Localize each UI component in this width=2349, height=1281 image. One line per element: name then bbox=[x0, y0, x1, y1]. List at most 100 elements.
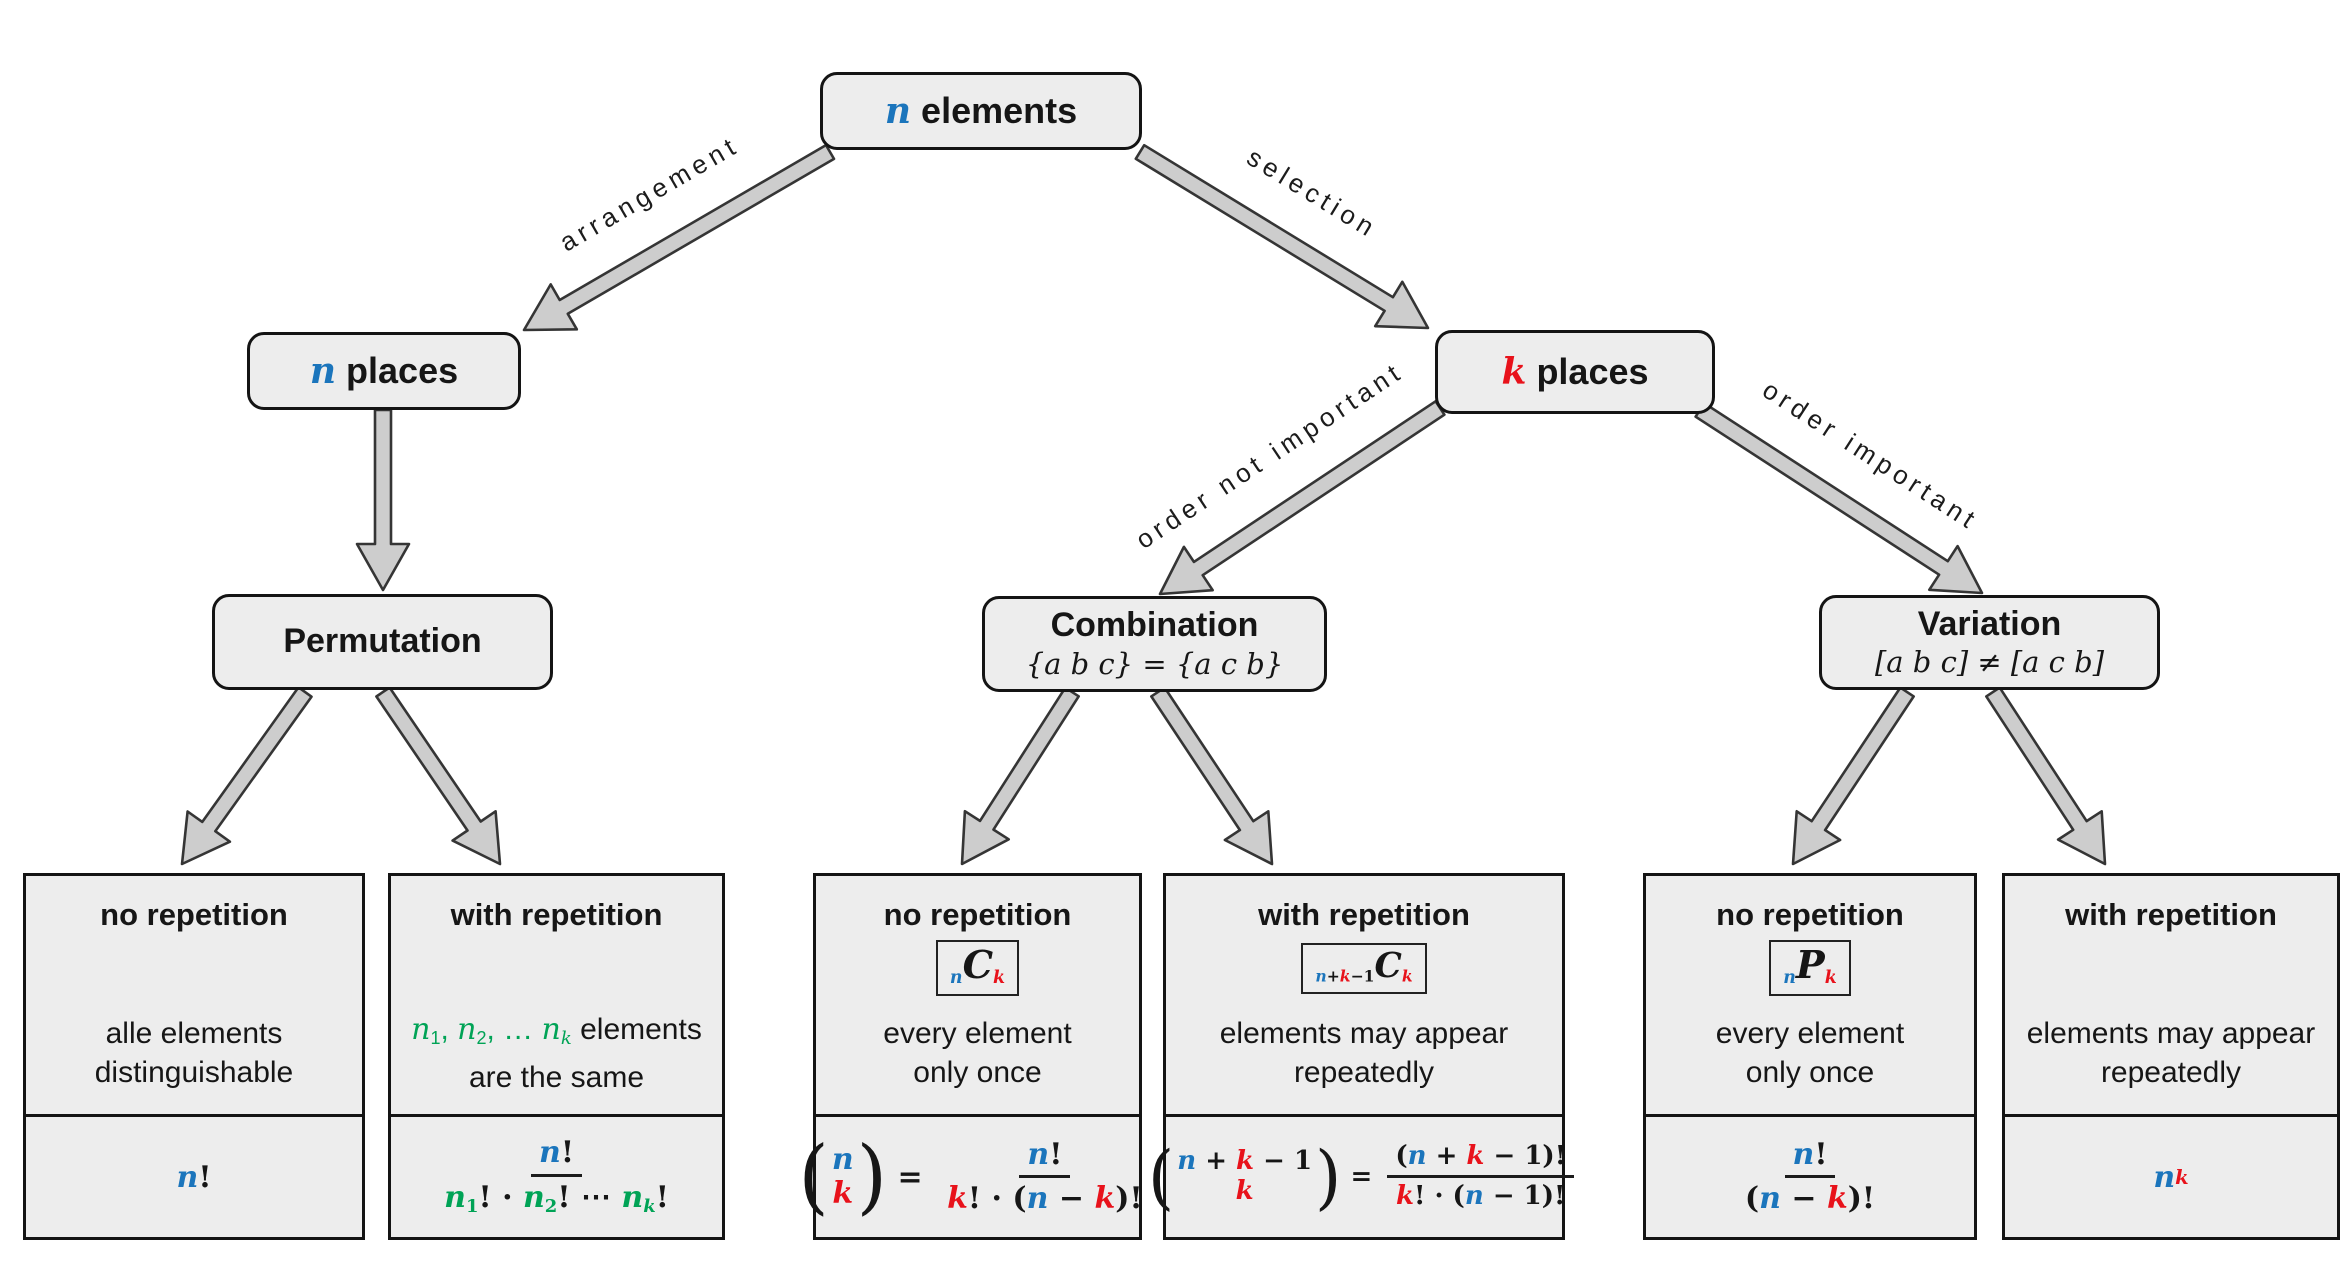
math-token: 2 bbox=[544, 1195, 558, 1217]
node-label: places bbox=[1536, 350, 1649, 392]
arrow-variation-with-rep bbox=[1985, 686, 2107, 866]
math-token: n bbox=[1407, 1141, 1427, 1172]
arrow-order-important: order important bbox=[1694, 374, 1984, 595]
var-k: k bbox=[1501, 350, 1527, 393]
leaf-formula-section: n!n1! · n2! ⋯ nk! bbox=[391, 1117, 722, 1237]
math-token: − 1 bbox=[1254, 1146, 1313, 1177]
math-token: k bbox=[1395, 1181, 1414, 1211]
math-token: , … bbox=[486, 1012, 542, 1046]
fraction: n!(n − k)! bbox=[1737, 1137, 1883, 1217]
formula-multiset-permutation: n!n1! · n2! ⋯ nk! bbox=[430, 1136, 683, 1217]
desc-line: repeatedly bbox=[2100, 1056, 2242, 1090]
math-token: n bbox=[411, 1011, 431, 1047]
arrow-permutation-with-rep bbox=[375, 686, 502, 866]
leaf-description: elements may appear repeatedly bbox=[1220, 1004, 1509, 1114]
leaf-formula-section: n!(n − k)! bbox=[1646, 1117, 1974, 1237]
math-token: n bbox=[949, 967, 963, 988]
math-token: n bbox=[1783, 967, 1796, 988]
fraction: (n + k − 1)!k! · (n − 1)! bbox=[1387, 1141, 1575, 1212]
math-token: = bbox=[1341, 1162, 1382, 1192]
math-token: k bbox=[560, 1027, 572, 1049]
desc-line: distinguishable bbox=[94, 1056, 294, 1090]
math-token: ( bbox=[1744, 1181, 1760, 1216]
leaf-combination-with-repetition: with repetition n+k−1Ck elements may app… bbox=[1148, 873, 1575, 1240]
node-combination-subtitle: {a b c} = {a c b} bbox=[1025, 646, 1284, 681]
math-token: 2 bbox=[476, 1027, 487, 1048]
desc-line: elements may appear bbox=[1219, 1017, 1509, 1051]
badge-row: nCk bbox=[935, 932, 1020, 1004]
math-token: k bbox=[643, 1195, 656, 1217]
math-token: k bbox=[993, 967, 1006, 988]
node-combination: Combination {a b c} = {a c b} bbox=[982, 596, 1327, 692]
math-token: n bbox=[1464, 1181, 1484, 1211]
badge-nCk: nCk bbox=[935, 940, 1020, 997]
math-token: − bbox=[1780, 1181, 1827, 1216]
formula-n-factorial: n! bbox=[177, 1160, 212, 1195]
leaf-title: with repetition bbox=[450, 897, 663, 932]
arrow-arrangement: arrangement bbox=[522, 130, 836, 332]
desc-line: elements may appear bbox=[2026, 1017, 2316, 1051]
math-token: k bbox=[1339, 965, 1351, 985]
math-token: C bbox=[962, 943, 994, 989]
math-token: ( bbox=[1395, 1141, 1408, 1172]
arrow-selection: selection bbox=[1134, 142, 1430, 330]
math-token: k bbox=[1401, 965, 1413, 985]
math-token: n bbox=[1177, 1146, 1197, 1177]
math-token: + bbox=[1426, 1141, 1467, 1172]
math-token: C bbox=[1374, 945, 1402, 986]
leaf-title: no repetition bbox=[883, 897, 1072, 932]
desc-line: every element bbox=[1715, 1017, 1905, 1051]
math-token: n bbox=[444, 1179, 466, 1215]
leaf-title: no repetition bbox=[100, 897, 288, 932]
node-variation-title: Variation bbox=[1917, 604, 2062, 643]
math-token: n bbox=[176, 1159, 199, 1195]
leaf-formula-section: n! bbox=[26, 1117, 362, 1237]
math-token: ⋯ bbox=[570, 1179, 622, 1215]
desc-line: every element bbox=[883, 1017, 1072, 1051]
leaf-title: with repetition bbox=[1258, 897, 1470, 932]
math-token: ! bbox=[560, 1135, 574, 1171]
leaf-title: with repetition bbox=[2065, 897, 2277, 932]
node-permutation-title: Permutation bbox=[283, 622, 482, 661]
arrow-variation-no-rep bbox=[1791, 686, 1915, 866]
desc-line-math: n1, n2, … nk elements bbox=[411, 1010, 702, 1058]
math-token: −1 bbox=[1350, 965, 1375, 985]
math-token: k bbox=[1235, 1176, 1254, 1206]
math-token: 1 bbox=[430, 1027, 441, 1048]
math-token: n bbox=[621, 1179, 644, 1215]
math-token: k bbox=[947, 1181, 968, 1216]
arrow-arrangement-label: arrangement bbox=[554, 130, 744, 258]
badge-row: nPk bbox=[1769, 932, 1851, 1004]
leaf-top: no repetition nPk every element only onc… bbox=[1646, 876, 1974, 1117]
math-token: n bbox=[522, 1179, 545, 1215]
leaf-combination-no-repetition: no repetition nCk every element only onc… bbox=[798, 873, 1143, 1240]
math-token: n bbox=[1759, 1181, 1781, 1216]
math-token: n bbox=[831, 1141, 854, 1177]
leaf-permutation-no-repetition: no repetition alle elements distinguisha… bbox=[23, 873, 365, 1240]
leaf-top: with repetition elements may appear repe… bbox=[2005, 876, 2337, 1117]
math-token: n bbox=[2153, 1159, 2176, 1195]
math-token: ! bbox=[655, 1179, 669, 1215]
math-token: elements bbox=[571, 1012, 702, 1046]
math-token: ! bbox=[198, 1159, 212, 1195]
math-token: k bbox=[1824, 967, 1837, 988]
math-token: = bbox=[887, 1159, 934, 1195]
var-n: n bbox=[309, 349, 337, 392]
math-token: − bbox=[1048, 1181, 1095, 1216]
node-label: places bbox=[346, 349, 459, 391]
math-token: ! · ( bbox=[967, 1181, 1027, 1216]
node-combination-title: Combination bbox=[1050, 606, 1259, 645]
math-token: − 1)! bbox=[1484, 1141, 1567, 1172]
arrow-permutation-no-rep bbox=[180, 685, 313, 866]
math-token: n bbox=[539, 1135, 561, 1171]
leaf-description: n1, n2, … nk elements are the same bbox=[411, 1004, 702, 1114]
math-token: k bbox=[1466, 1141, 1485, 1172]
